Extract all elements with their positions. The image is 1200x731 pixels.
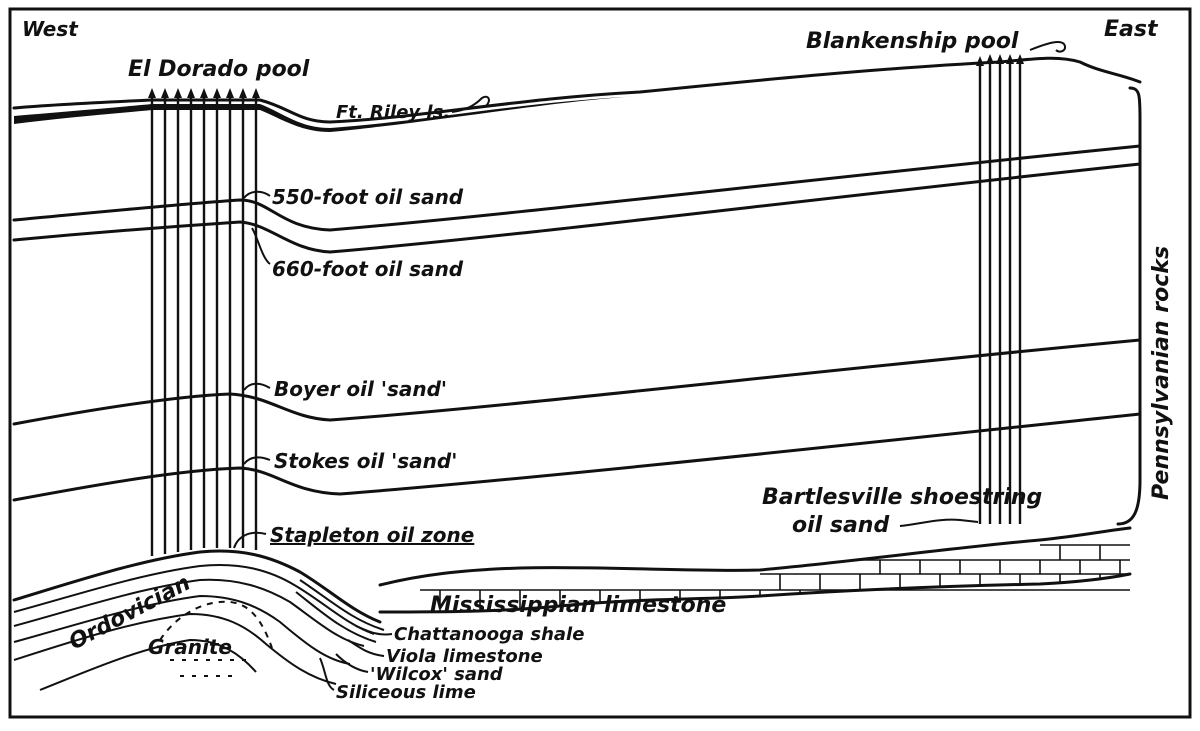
- siliceous-label: Siliceous lime: [336, 682, 476, 703]
- boyer-sand-line: [12, 338, 1142, 426]
- sand-660-line: [12, 162, 1142, 254]
- blankenship-pool-label: Blankenship pool: [806, 29, 1019, 54]
- boyer-label: Boyer oil 'sand': [274, 377, 447, 401]
- sand-660-leader: [251, 227, 271, 265]
- el-dorado-pool-label: El Dorado pool: [128, 57, 310, 82]
- viola-label: Viola limestone: [386, 646, 543, 667]
- ft-riley-label: Ft. Riley ls.: [336, 102, 450, 123]
- mississippian-label: Mississippian limestone: [430, 593, 726, 618]
- sand-550-label: 550-foot oil sand: [272, 185, 464, 209]
- granite-label: Granite: [148, 635, 232, 659]
- east-label: East: [1104, 17, 1159, 42]
- blankenship-wells: [976, 54, 1024, 524]
- sand-550-line: [12, 144, 1142, 232]
- stokes-label: Stokes oil 'sand': [274, 449, 457, 473]
- chattanooga-label: Chattanooga shale: [394, 624, 584, 645]
- wilcox-label: 'Wilcox' sand: [370, 664, 504, 685]
- frame: [8, 7, 1192, 719]
- el-dorado-wells: [148, 88, 260, 556]
- siliceous-leader: [319, 657, 335, 691]
- blankenship-leader: [1029, 41, 1066, 53]
- stapleton-leader: [233, 531, 267, 549]
- ft-riley-leader: [451, 95, 490, 113]
- bartlesville-label-line2: oil sand: [792, 513, 889, 538]
- stapleton-label: Stapleton oil zone: [270, 523, 474, 547]
- ft-riley-bed: [14, 96, 640, 132]
- wilcox-leader: [335, 653, 369, 673]
- stokes-sand-line: [12, 412, 1142, 502]
- mississippian-limestone-band: [378, 526, 1132, 614]
- viola-leader: [347, 639, 385, 657]
- bartlesville-leader: [899, 518, 979, 527]
- west-label: West: [22, 17, 79, 41]
- boyer-leader: [243, 382, 271, 391]
- sand-660-label: 660-foot oil sand: [272, 257, 464, 281]
- folded-strata: [12, 549, 385, 691]
- bartlesville-label-line1: Bartlesville shoestring: [762, 485, 1042, 510]
- sand-550-leader: [243, 190, 271, 199]
- chattanooga-leader: [355, 625, 393, 636]
- pennsylvanian-label: Pennsylvanian rocks: [1149, 246, 1174, 500]
- pennsylvanian-bracket: [1116, 86, 1142, 526]
- stokes-leader: [243, 456, 271, 465]
- ground-surface: [12, 56, 1142, 124]
